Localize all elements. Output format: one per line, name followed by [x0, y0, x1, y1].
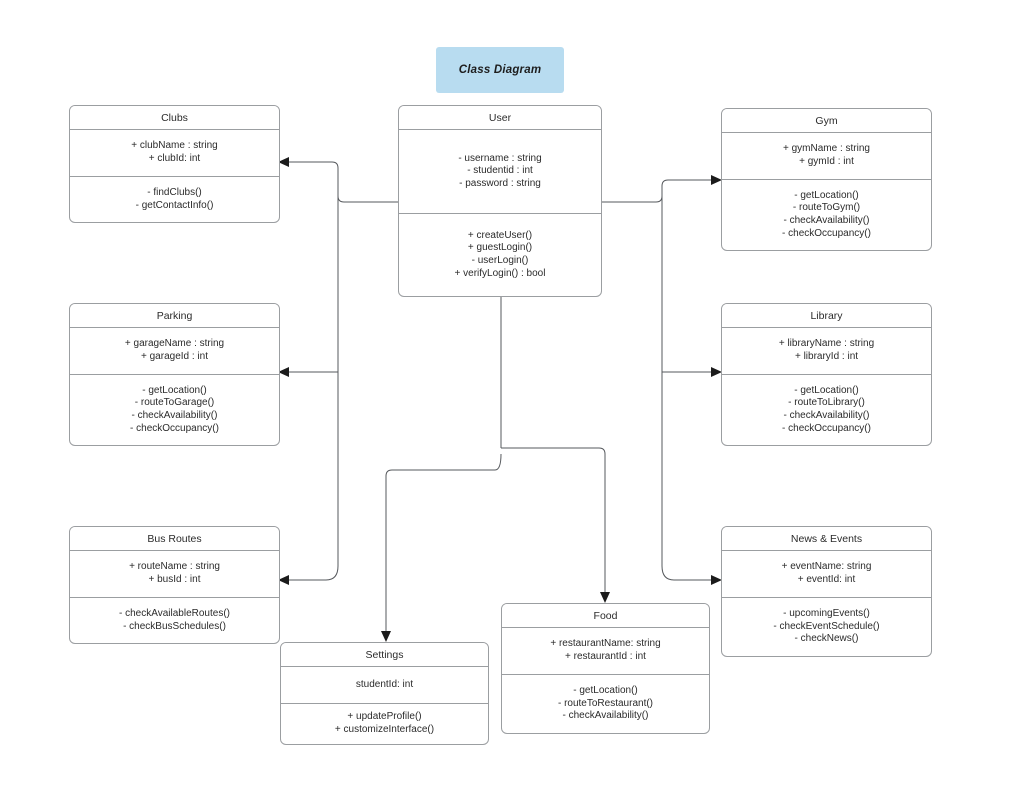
attribute-line: + clubName : string: [131, 140, 218, 152]
class-operations-settings: + updateProfile() + customizeInterface(): [281, 704, 488, 744]
attribute-line: + restaurantName: string: [550, 638, 661, 650]
wire-user-to-bus-routes: [289, 565, 339, 581]
class-operations-clubs: - findClubs() - getContactInfo(): [70, 177, 279, 222]
attribute-line: studentId: int: [355, 678, 414, 690]
class-attributes-food: + restaurantName: string + restaurantId …: [502, 628, 709, 675]
class-name-library: Library: [722, 304, 931, 328]
class-attributes-library: + libraryName : string + libraryId : int: [722, 328, 931, 375]
class-box-user[interactable]: User - username : string - studentid : i…: [398, 105, 602, 297]
attribute-line: + busId : int: [148, 574, 201, 585]
attribute-line: + restaurantId : int: [565, 651, 646, 662]
class-operations-gym: - getLocation() - routeToGym() - checkAv…: [722, 180, 931, 250]
attribute-line: - password : string: [459, 177, 541, 189]
class-box-settings[interactable]: Settings studentId: int + updateProfile(…: [280, 642, 489, 745]
attribute-line: + libraryName : string: [778, 338, 875, 350]
operation-line: - checkAvailability(): [783, 215, 870, 226]
operation-line: - checkBusSchedules(): [123, 620, 226, 632]
class-box-parking[interactable]: Parking + garageName : string + garageId…: [69, 303, 280, 446]
class-operations-library: - getLocation() - routeToLibrary() - che…: [722, 375, 931, 445]
class-attributes-clubs: + clubName : string + clubId: int: [70, 130, 279, 177]
operation-line: - checkAvailability(): [783, 410, 870, 421]
class-box-news-events[interactable]: News & Events + eventName: string + even…: [721, 526, 932, 657]
class-box-library[interactable]: Library + libraryName : string + library…: [721, 303, 932, 446]
class-box-gym[interactable]: Gym + gymName : string + gymId : int - g…: [721, 108, 932, 251]
class-name-bus-routes: Bus Routes: [70, 527, 279, 551]
class-attributes-gym: + gymName : string + gymId : int: [722, 133, 931, 180]
operation-line: - getLocation(): [573, 685, 638, 697]
operation-line: - checkOccupancy(): [130, 422, 219, 434]
class-operations-news-events: - upcomingEvents() - checkEventSchedule(…: [722, 598, 931, 656]
attribute-line: + clubId: int: [148, 153, 201, 164]
class-box-clubs[interactable]: Clubs + clubName : string + clubId: int …: [69, 105, 280, 223]
operation-line: + updateProfile(): [347, 711, 422, 723]
attribute-line: + eventId: int: [797, 574, 856, 585]
arrow-head-settings: [381, 631, 391, 642]
arrow-head-food: [600, 592, 610, 603]
attribute-line: + eventName: string: [781, 561, 872, 573]
operation-line: - getContactInfo(): [135, 199, 214, 211]
attribute-line: - studentid : int: [467, 165, 533, 177]
operation-line: - findClubs(): [147, 186, 202, 198]
class-name-food: Food: [502, 604, 709, 628]
operation-line: - checkOccupancy(): [782, 227, 871, 239]
diagram-title-banner: Class Diagram: [436, 47, 564, 93]
wire-user-to-news-events: [661, 565, 711, 581]
operation-line: - routeToGym(): [792, 202, 861, 214]
operation-line: - routeToGarage(): [134, 397, 215, 409]
class-attributes-bus-routes: + routeName : string + busId : int: [70, 551, 279, 598]
class-attributes-parking: + garageName : string + garageId : int: [70, 328, 279, 375]
operation-line: - routeToRestaurant(): [557, 697, 654, 709]
operation-line: - checkEventSchedule(): [773, 620, 880, 632]
operation-line: - routeToLibrary(): [788, 397, 865, 409]
class-name-user: User: [399, 106, 601, 130]
operation-line: + customizeInterface(): [334, 724, 435, 735]
attribute-line: + gymName : string: [783, 143, 870, 155]
operation-line: - checkAvailability(): [131, 410, 218, 421]
operation-line: + guestLogin(): [467, 242, 533, 254]
operation-line: - checkAvailability(): [562, 710, 649, 722]
class-operations-parking: - getLocation() - routeToGarage() - chec…: [70, 375, 279, 445]
class-name-parking: Parking: [70, 304, 279, 328]
operation-line: + verifyLogin() : bool: [454, 267, 546, 279]
operation-line: - checkNews(): [794, 633, 859, 645]
operation-line: - userLogin(): [471, 255, 529, 266]
page-title: Class Diagram: [458, 64, 542, 76]
class-attributes-user: - username : string - studentid : int - …: [399, 130, 601, 214]
operation-line: - getLocation(): [794, 384, 859, 396]
operation-line: - getLocation(): [794, 189, 859, 201]
wire-user-to-clubs: [289, 161, 398, 203]
operation-line: - checkOccupancy(): [782, 422, 871, 434]
class-box-bus-routes[interactable]: Bus Routes + routeName : string + busId …: [69, 526, 280, 644]
class-name-news-events: News & Events: [722, 527, 931, 551]
class-name-clubs: Clubs: [70, 106, 279, 130]
attribute-line: + routeName : string: [129, 561, 220, 573]
attribute-line: - username : string: [458, 152, 542, 164]
class-name-gym: Gym: [722, 109, 931, 133]
attribute-line: + garageName : string: [124, 338, 225, 350]
class-name-settings: Settings: [281, 643, 488, 667]
operation-line: - upcomingEvents(): [783, 608, 870, 620]
class-attributes-settings: studentId: int: [281, 667, 488, 704]
attribute-line: + libraryId : int: [794, 351, 859, 362]
class-operations-bus-routes: - checkAvailableRoutes() - checkBusSched…: [70, 598, 279, 643]
class-operations-user: + createUser() + guestLogin() - userLogi…: [399, 214, 601, 296]
class-attributes-news-events: + eventName: string + eventId: int: [722, 551, 931, 598]
class-box-food[interactable]: Food + restaurantName: string + restaura…: [501, 603, 710, 734]
operation-line: - getLocation(): [142, 384, 207, 396]
class-operations-food: - getLocation() - routeToRestaurant() - …: [502, 675, 709, 733]
operation-line: - checkAvailableRoutes(): [119, 607, 230, 619]
attribute-line: + gymId : int: [799, 156, 854, 167]
wire-user-to-gym: [602, 179, 711, 203]
wire-user-to-food: [501, 447, 606, 592]
wire-user-to-settings: [385, 453, 502, 631]
attribute-line: + garageId : int: [141, 351, 208, 362]
operation-line: + createUser(): [467, 229, 533, 241]
